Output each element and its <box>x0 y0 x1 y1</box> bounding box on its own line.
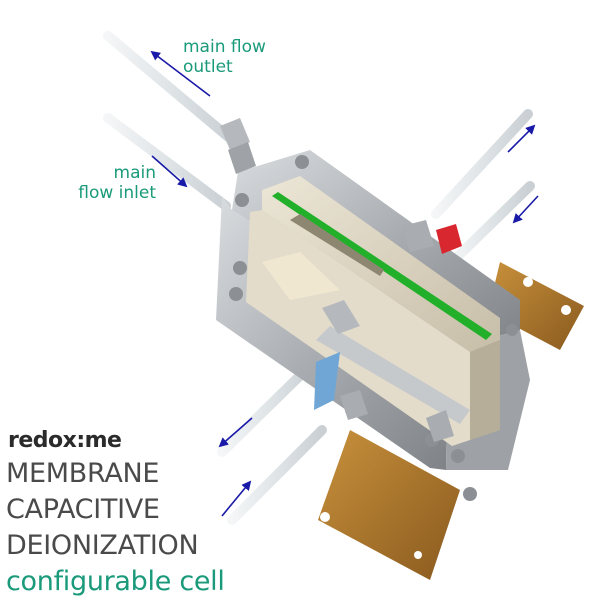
bracket-hole <box>561 305 571 315</box>
outlet-label-line: main flow <box>183 37 266 57</box>
inlet-label-line: main <box>113 163 156 183</box>
tube-fitting-icon <box>220 118 454 442</box>
title-line: DEIONIZATION <box>6 530 199 561</box>
blue-port-icon <box>314 352 340 410</box>
bracket-hole <box>347 557 357 567</box>
bracket-hole <box>414 551 422 559</box>
mounting-bracket <box>318 262 584 580</box>
subtitle: configurable cell <box>6 566 225 597</box>
title-line: CAPACITIVE <box>6 494 160 525</box>
outlet-label-line: outlet <box>183 56 233 77</box>
inlet-label-line: flow inlet <box>78 182 156 203</box>
membrane-green <box>272 192 492 340</box>
tubes <box>103 31 535 525</box>
outlet-label: main flow outlet <box>183 37 266 77</box>
red-valve-cap-icon <box>436 224 462 254</box>
bracket-hole <box>320 512 330 522</box>
inlet-label: main flow inlet <box>64 163 156 203</box>
flow-arrow-icon <box>150 50 539 517</box>
cell-body <box>216 150 530 501</box>
title-line: MEMBRANE <box>6 458 160 489</box>
bracket-hole <box>523 277 533 287</box>
brand-logo: redox:me <box>8 428 122 453</box>
